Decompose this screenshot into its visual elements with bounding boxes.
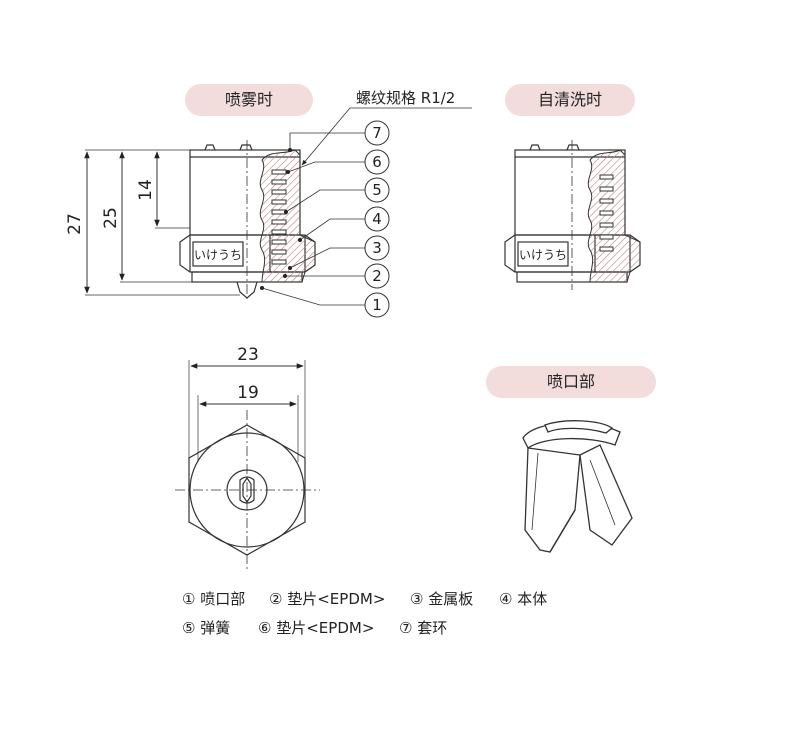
legend-item-1: ① 喷口部 <box>182 590 246 608</box>
brand-label-spray: いけうち <box>194 248 242 262</box>
callout-5: 5 <box>372 181 382 199</box>
callout-7: 7 <box>372 124 382 142</box>
legend-item-4: ④ 本体 <box>499 590 548 608</box>
nozzle-part-badge: 喷口部 <box>486 366 656 398</box>
spray-cutaway-section <box>259 149 316 283</box>
callout-4: 4 <box>372 210 382 228</box>
callout-1: 1 <box>372 296 382 314</box>
clean-state-badge: 自清洗时 <box>505 84 635 116</box>
clean-cutaway-section <box>587 149 641 283</box>
clean-spring <box>599 174 614 252</box>
spray-state-badge: 喷雾时 <box>185 84 313 116</box>
brand-label-clean: いけうち <box>519 248 567 262</box>
legend-item-3: ③ 金属板 <box>410 590 474 608</box>
height-dimensions <box>84 149 240 296</box>
dimension-23: 23 <box>237 345 259 365</box>
dimension-19: 19 <box>237 383 259 403</box>
dimension-25: 25 <box>101 207 121 229</box>
thread-spec-label: 螺纹规格 R1/2 <box>356 89 455 107</box>
width-dimensions <box>190 363 304 407</box>
dimension-27: 27 <box>65 213 85 235</box>
callout-3: 3 <box>372 239 382 257</box>
legend-item-5: ⑤ 弹簧 <box>182 619 231 637</box>
callout-circles <box>364 120 390 318</box>
legend-item-2: ② 垫片<EPDM> <box>269 590 386 608</box>
bottom-view-drawing <box>175 360 320 570</box>
legend-item-6: ⑥ 垫片<EPDM> <box>258 619 375 637</box>
callout-6: 6 <box>372 153 382 171</box>
legend-item-7: ⑦ 套环 <box>399 619 448 637</box>
callout-2: 2 <box>372 267 382 285</box>
callout-leaders <box>261 132 365 306</box>
nozzle-part-drawing <box>522 420 633 553</box>
dimension-14: 14 <box>136 179 156 201</box>
